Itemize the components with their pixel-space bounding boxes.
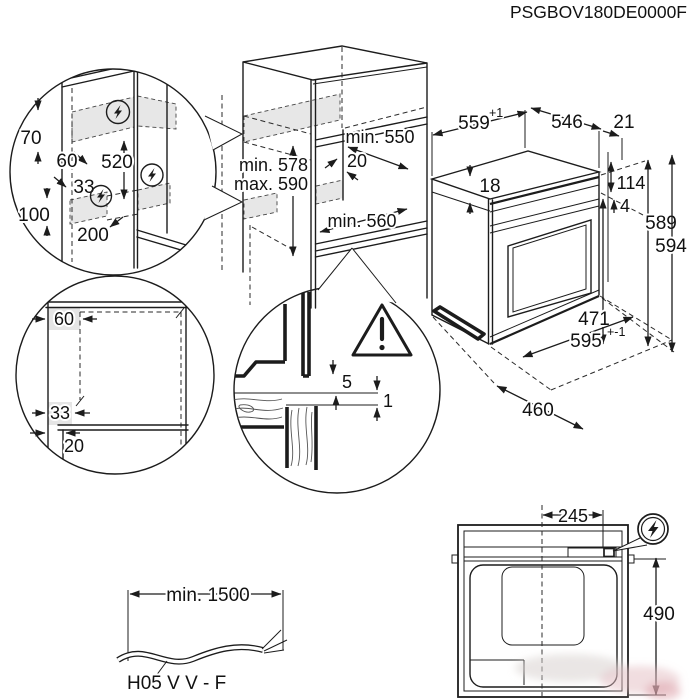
terminal-box xyxy=(603,547,615,558)
power-icon xyxy=(140,163,164,187)
gap-dim-1-label: 1 xyxy=(383,391,393,411)
oven-gap4-label: 4 xyxy=(620,196,630,216)
oven-top-width-tol: +1 xyxy=(489,106,503,120)
callout-wedge xyxy=(318,248,396,303)
front-dim-33-label: 33 xyxy=(50,403,70,423)
callout-wedge xyxy=(205,116,242,150)
cabinet-height-min-label: min. 578 xyxy=(239,155,308,175)
dim-520-label: 520 xyxy=(101,152,133,173)
product-code: PSGBOV180DE0000F xyxy=(510,2,687,22)
top-view-drawing: 245 490 xyxy=(451,504,681,700)
front-dim-20-label: 20 xyxy=(64,436,84,456)
cabinet-height-max-label: max. 590 xyxy=(234,174,308,194)
watermark-smudge xyxy=(515,654,681,700)
oven-trim-label: 18 xyxy=(479,176,500,197)
cabinet-width-label: min. 560 xyxy=(327,211,396,231)
dim-200-label: 200 xyxy=(77,225,109,246)
oven-height-b-label: 594 xyxy=(655,236,687,257)
power-icon xyxy=(105,99,131,125)
oven-top-depth-label: 546 xyxy=(551,112,583,133)
dim-33-label: 33 xyxy=(73,177,94,198)
topview-245-label: 245 xyxy=(558,506,588,526)
power-icon xyxy=(89,184,113,208)
cabinet-back-gap-label: 20 xyxy=(347,151,367,171)
dim-100-label: 100 xyxy=(18,205,50,226)
cable-length-label: min. 1500 xyxy=(166,585,249,606)
warning-icon xyxy=(351,303,413,357)
cabinet-depth-label: min. 550 xyxy=(345,127,414,147)
dim-70-label: 70 xyxy=(20,128,41,149)
oven-base-depth-label: 460 xyxy=(522,400,554,421)
gap-dim-5-label: 5 xyxy=(342,372,352,392)
oven-front-width-label: 595 xyxy=(570,331,602,352)
cabinet-drawing: min. 550 20 min. 578 max. 590 min. 560 xyxy=(221,45,428,309)
callout-wedge xyxy=(204,186,242,220)
oven-top-width-label: 559 xyxy=(458,113,490,134)
oven-front-width-tol: +-1 xyxy=(607,325,625,339)
detail-front-clearance-circle: 60 33 20 xyxy=(15,275,215,475)
oven-drawing: 559 +1 546 21 18 114 4 471 589 594 595 +… xyxy=(429,105,689,430)
front-dim-60-label: 60 xyxy=(54,309,74,329)
oven-front-offset-label: 21 xyxy=(613,112,634,133)
dim-60-label: 60 xyxy=(56,151,77,172)
cable-drawing: min. 1500 H05 V V - F xyxy=(116,583,288,696)
detail-door-gap-circle: 5 1 xyxy=(233,247,441,494)
oven-panel-height-label: 114 xyxy=(617,173,646,193)
cable-type-label: H05 V V - F xyxy=(127,673,226,694)
power-icon xyxy=(612,513,669,552)
topview-490-label: 490 xyxy=(643,604,675,625)
detail-outlet-positions-circle: 70 60 520 33 100 200 xyxy=(9,68,244,276)
